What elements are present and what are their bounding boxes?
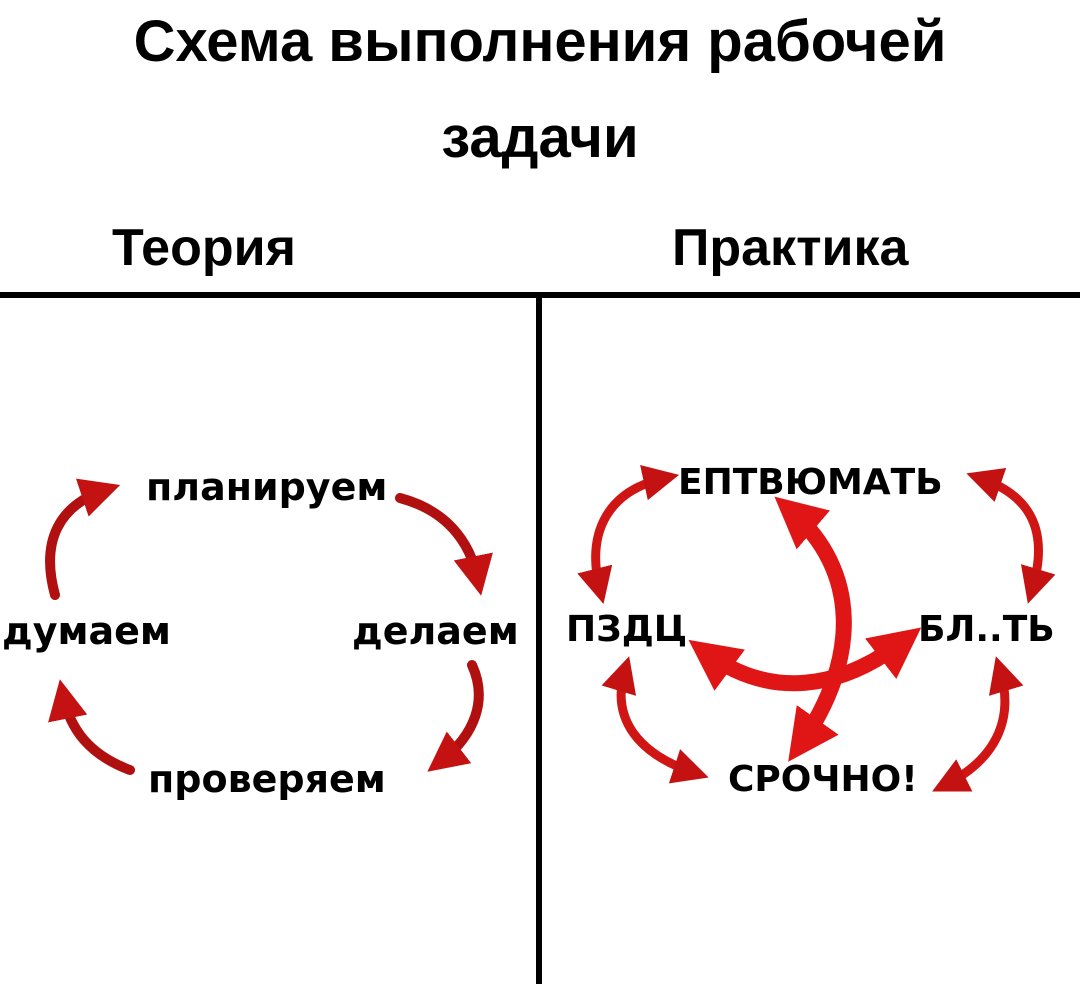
theory-label-check: проверяем <box>148 757 386 801</box>
arrow-bottom-right <box>932 656 1024 792</box>
theory-label-plan: планируем <box>146 465 388 509</box>
theory-label-do: делаем <box>352 609 519 653</box>
arrow-plan-to-do <box>395 493 493 596</box>
arrow-check-to-think <box>48 679 135 775</box>
theory-label-think: думаем <box>2 609 171 653</box>
practice-label-left: ПЗДЦ <box>566 609 688 650</box>
title-line-1: Схема выполнения рабочей <box>133 9 947 74</box>
practice-label-bottom: СРОЧНО! <box>728 759 918 800</box>
practice-label-top: ЕПТВЮМАТЬ <box>678 462 943 503</box>
practice-outer-arrows <box>577 465 1056 792</box>
arrow-top-to-bottom <box>774 496 852 762</box>
arrow-bottom-left <box>601 656 709 784</box>
title-line-2: задачи <box>441 105 639 170</box>
column-header-theory: Теория <box>112 219 296 277</box>
arrow-top-right <box>966 467 1056 604</box>
theory-arrows <box>45 478 493 775</box>
vertical-divider <box>536 292 542 984</box>
arrow-top-left <box>577 465 680 604</box>
practice-cross-arrows <box>688 496 922 762</box>
column-header-practice: Практика <box>672 219 909 277</box>
practice-label-right: БЛ..ТЬ <box>918 609 1055 650</box>
arrow-think-to-plan <box>45 478 121 600</box>
arrow-do-to-check <box>427 660 484 772</box>
arrow-left-to-right <box>688 627 922 692</box>
